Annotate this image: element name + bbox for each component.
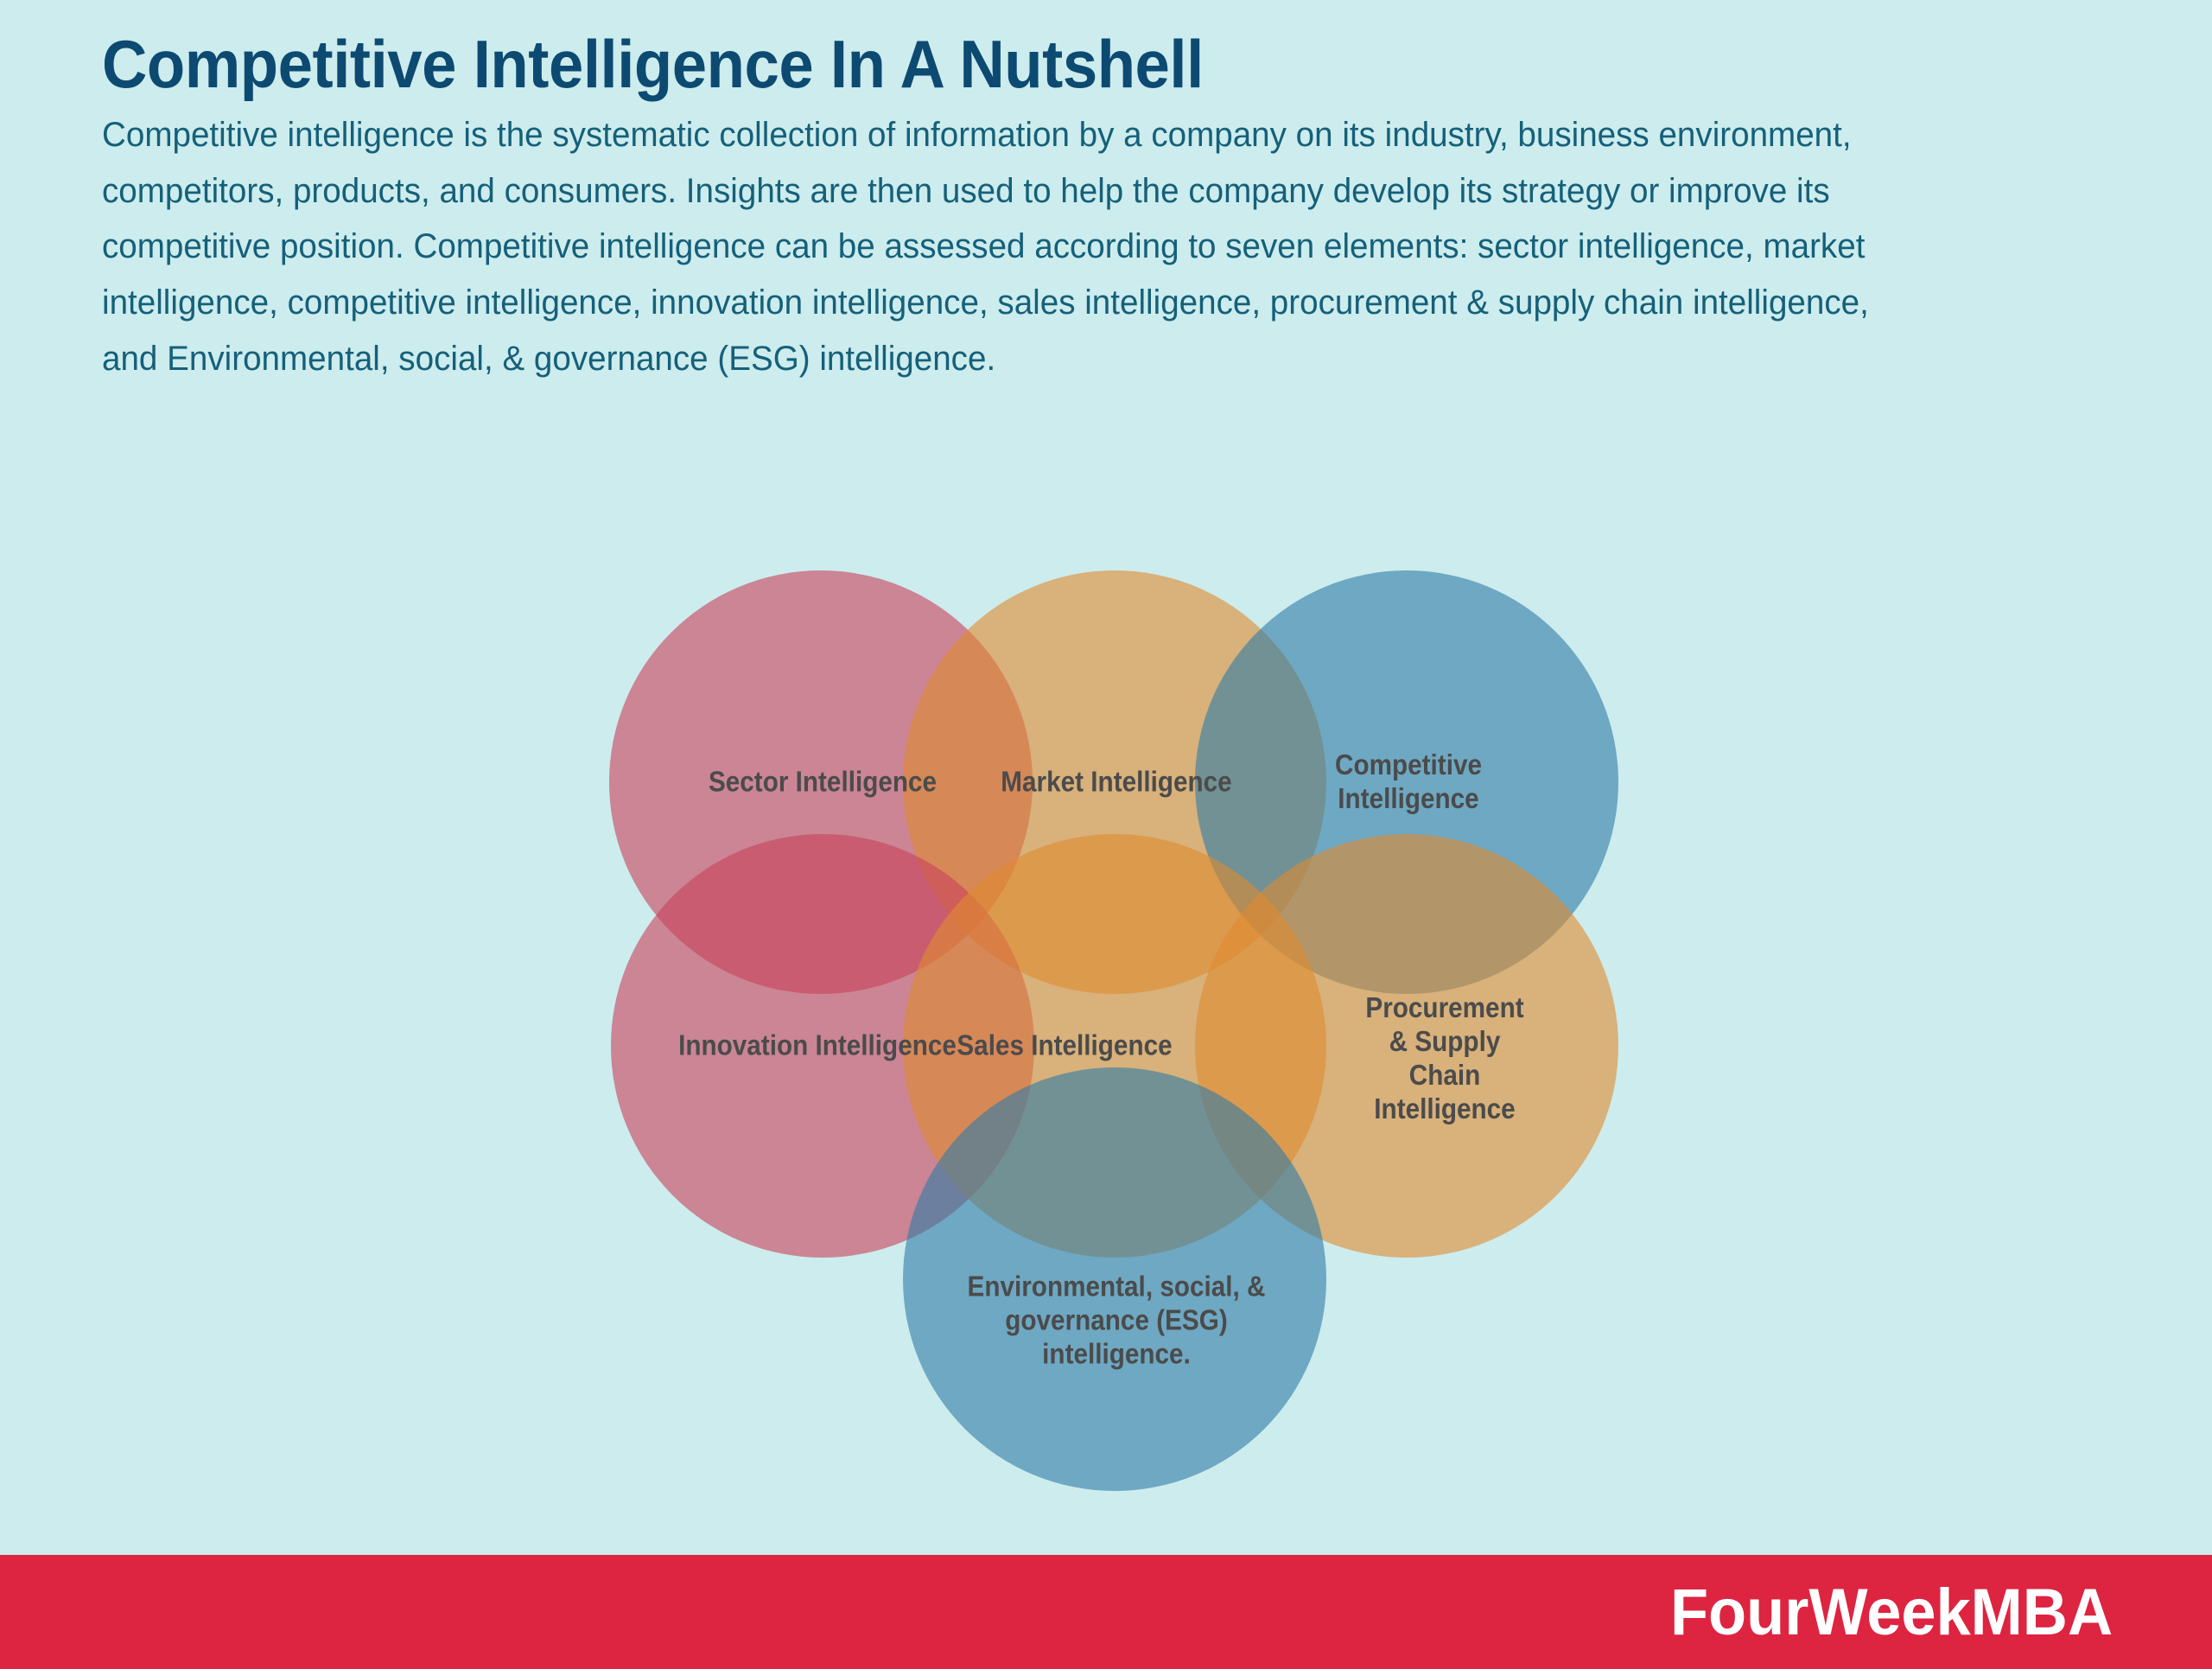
venn-circle-procurement bbox=[1195, 834, 1618, 1258]
venn-circle-esg bbox=[903, 1067, 1326, 1491]
venn-circle-innovation bbox=[611, 834, 1034, 1258]
page-description: Competitive intelligence is the systemat… bbox=[102, 115, 1869, 379]
footer-bar: FourWeekMBA bbox=[0, 1555, 2212, 1669]
venn-circles-svg bbox=[609, 570, 1618, 1491]
page-title: Competitive Intelligence In A Nutshell bbox=[102, 26, 1204, 102]
fourweekmba-logo: FourWeekMBA bbox=[1669, 1575, 2113, 1649]
header: Competitive Intelligence In A Nutshell C… bbox=[102, 29, 2089, 387]
